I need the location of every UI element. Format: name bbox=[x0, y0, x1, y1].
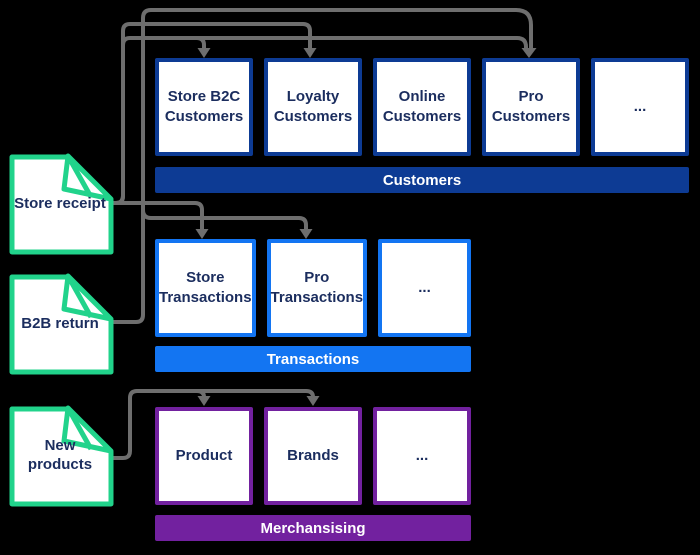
document-new-products: New products bbox=[8, 404, 116, 510]
document-store-receipt: Store receipt bbox=[8, 152, 116, 258]
entity-box-loyalty-customers: Loyalty Customers bbox=[264, 58, 362, 156]
customers-box-row: Store B2C Customers Loyalty Customers On… bbox=[155, 58, 689, 156]
document-label: Store receipt bbox=[14, 194, 106, 212]
document-icon bbox=[9, 273, 114, 375]
document-b2b-return: B2B return bbox=[8, 272, 116, 378]
customers-banner: Customers bbox=[155, 167, 689, 193]
entity-box-store-b2c-customers: Store B2C Customers bbox=[155, 58, 253, 156]
entity-box-store-transactions: Store Transactions bbox=[155, 239, 256, 337]
entity-box-pro-customers: Pro Customers bbox=[482, 58, 580, 156]
merchandising-banner: Merchansising bbox=[155, 515, 471, 541]
transactions-box-row: Store Transactions Pro Transactions ... bbox=[155, 239, 471, 337]
entity-box-brands: Brands bbox=[264, 407, 362, 505]
document-icon bbox=[9, 405, 114, 507]
document-label: B2B return bbox=[21, 314, 99, 332]
entity-box-pro-transactions: Pro Transactions bbox=[266, 239, 368, 337]
entity-box-online-customers: Online Customers bbox=[373, 58, 471, 156]
edge-storereceipt-storetransactions bbox=[110, 201, 204, 230]
merchandising-box-row: Product Brands ... bbox=[155, 407, 471, 505]
document-label: New products bbox=[27, 437, 93, 473]
edge-storereceipt-procustomers bbox=[130, 36, 528, 49]
edge-b2breturn-procustomers bbox=[110, 8, 533, 324]
edge-b2breturn-protransactions bbox=[141, 209, 308, 230]
entity-box-customers-more: ... bbox=[591, 58, 689, 156]
edge-newproducts-brands bbox=[137, 389, 315, 398]
entity-box-product: Product bbox=[155, 407, 253, 505]
transactions-banner: Transactions bbox=[155, 346, 471, 372]
entity-box-transactions-more: ... bbox=[378, 239, 471, 337]
arrowheads bbox=[195, 48, 537, 406]
entity-box-merchandising-more: ... bbox=[373, 407, 471, 505]
document-icon bbox=[9, 153, 114, 255]
edge-storereceipt-storeb2c bbox=[110, 36, 206, 205]
